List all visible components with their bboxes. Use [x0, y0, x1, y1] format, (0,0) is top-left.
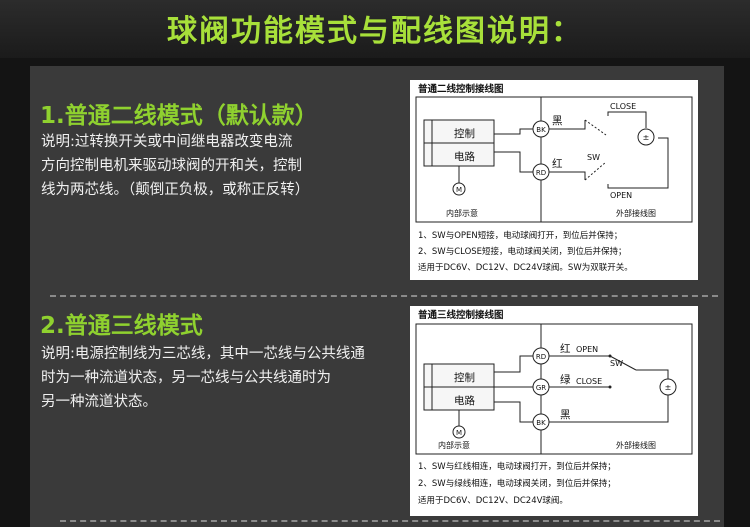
black-wire-label: 黑 [552, 115, 563, 127]
section1-desc-line: 方向控制电机来驱动球阀的开和关，控制 [41, 158, 302, 174]
black-wire-label: 黑 [560, 409, 571, 421]
circuit-label: 电路 [454, 394, 475, 407]
three-wire-diagram-card: 普通三线控制接线图 控制 电路 M 内部示意 RD GR BK 红 绿 黑 OP… [410, 306, 698, 516]
red-wire-label: 红 [560, 342, 571, 355]
section1-description: 说明:过转换开关或中间继电器改变电流 方向控制电机来驱动球阀的开和关，控制 线为… [41, 130, 309, 202]
section2-desc-line: 另一种流道状态。 [41, 394, 157, 410]
control-label: 控制 [454, 127, 475, 140]
diagram-title: 普通三线控制接线图 [418, 309, 504, 321]
header-banner: 球阀功能模式与配线图说明： [0, 0, 750, 58]
sw-label: SW [587, 153, 600, 162]
power-source-icon [659, 378, 677, 396]
diagram-title: 普通二线控制接线图 [418, 83, 504, 95]
note-line: 2、SW与CLOSE短接，电动球阀关闭，到位后并保持； [418, 246, 627, 257]
svg-text:GR: GR [536, 384, 546, 392]
svg-text:RD: RD [536, 169, 546, 177]
motor-label: M [456, 186, 462, 194]
sw-label: SW [610, 359, 623, 368]
page-title: 球阀功能模式与配线图说明： [167, 14, 583, 49]
diagram-frame [415, 323, 693, 455]
power-label: ± [665, 383, 672, 392]
outer-label: 外部接线图 [616, 208, 656, 218]
inner-label: 内部示意 [446, 208, 478, 218]
note-line: 适用于DC6V、DC12V、DC24V球阀。SW为双联开关。 [418, 262, 633, 273]
section1-title: 1.普通二线模式（默认款） [40, 103, 318, 129]
note-line: 1、SW与OPEN短接，电动球阀打开，到位后并保持； [418, 230, 622, 241]
control-label: 控制 [454, 371, 475, 384]
note-line: 1、SW与红线相连，电动球阀打开，到位后并保持； [418, 461, 616, 472]
switch-contact [584, 161, 607, 181]
open-label: OPEN [610, 191, 632, 200]
red-wire-label: 红 [552, 157, 563, 170]
section-divider [50, 295, 718, 297]
close-label: CLOSE [610, 102, 636, 111]
motor-icon [452, 182, 466, 196]
section1-desc-line: 说明:过转换开关或中间继电器改变电流 [41, 134, 293, 150]
two-wire-diagram-card: 普通二线控制接线图 控制 电路 M 内部示意 BK RD 黑 红 SW CLOS… [410, 80, 698, 280]
switch-contact [609, 355, 637, 371]
diagram-frame [415, 96, 693, 223]
section2-desc-line: 说明:电源控制线为三芯线，其中一芯线与公共线通 [41, 346, 365, 362]
open-label: OPEN [576, 345, 598, 354]
inner-label: 内部示意 [438, 440, 470, 450]
note-line: 适用于DC6V、DC12V、DC24V球阀。 [418, 495, 568, 506]
switch-contact [584, 119, 607, 136]
svg-text:BK: BK [536, 126, 546, 134]
svg-text:RD: RD [536, 353, 546, 361]
motor-label: M [456, 429, 462, 437]
svg-text:BK: BK [536, 419, 546, 427]
circuit-label: 电路 [454, 150, 475, 163]
motor-icon [452, 425, 466, 439]
power-source-icon [637, 128, 655, 146]
power-label: ± [643, 133, 650, 142]
green-wire-label: 绿 [560, 373, 571, 386]
outer-label: 外部接线图 [616, 440, 656, 450]
two-wire-diagram: 普通二线控制接线图 控制 电路 M 内部示意 BK RD 黑 红 SW CLOS… [415, 83, 693, 273]
section2-title: 2.普通三线模式 [40, 313, 203, 339]
section2-desc-line: 时为一种流道状态，另一芯线与公共线通时为 [41, 370, 331, 386]
section1-desc-line: 线为两芯线。（颠倒正负极，或称正反转） [41, 182, 310, 198]
three-wire-diagram: 普通三线控制接线图 控制 电路 M 内部示意 RD GR BK 红 绿 黑 OP… [415, 309, 693, 506]
section-divider [60, 520, 720, 522]
close-label: CLOSE [576, 377, 602, 386]
note-line: 2、SW与绿线相连，电动球阀关闭，到位后并保持； [418, 478, 616, 489]
section2-description: 说明:电源控制线为三芯线，其中一芯线与公共线通 时为一种流道状态，另一芯线与公共… [41, 342, 365, 414]
